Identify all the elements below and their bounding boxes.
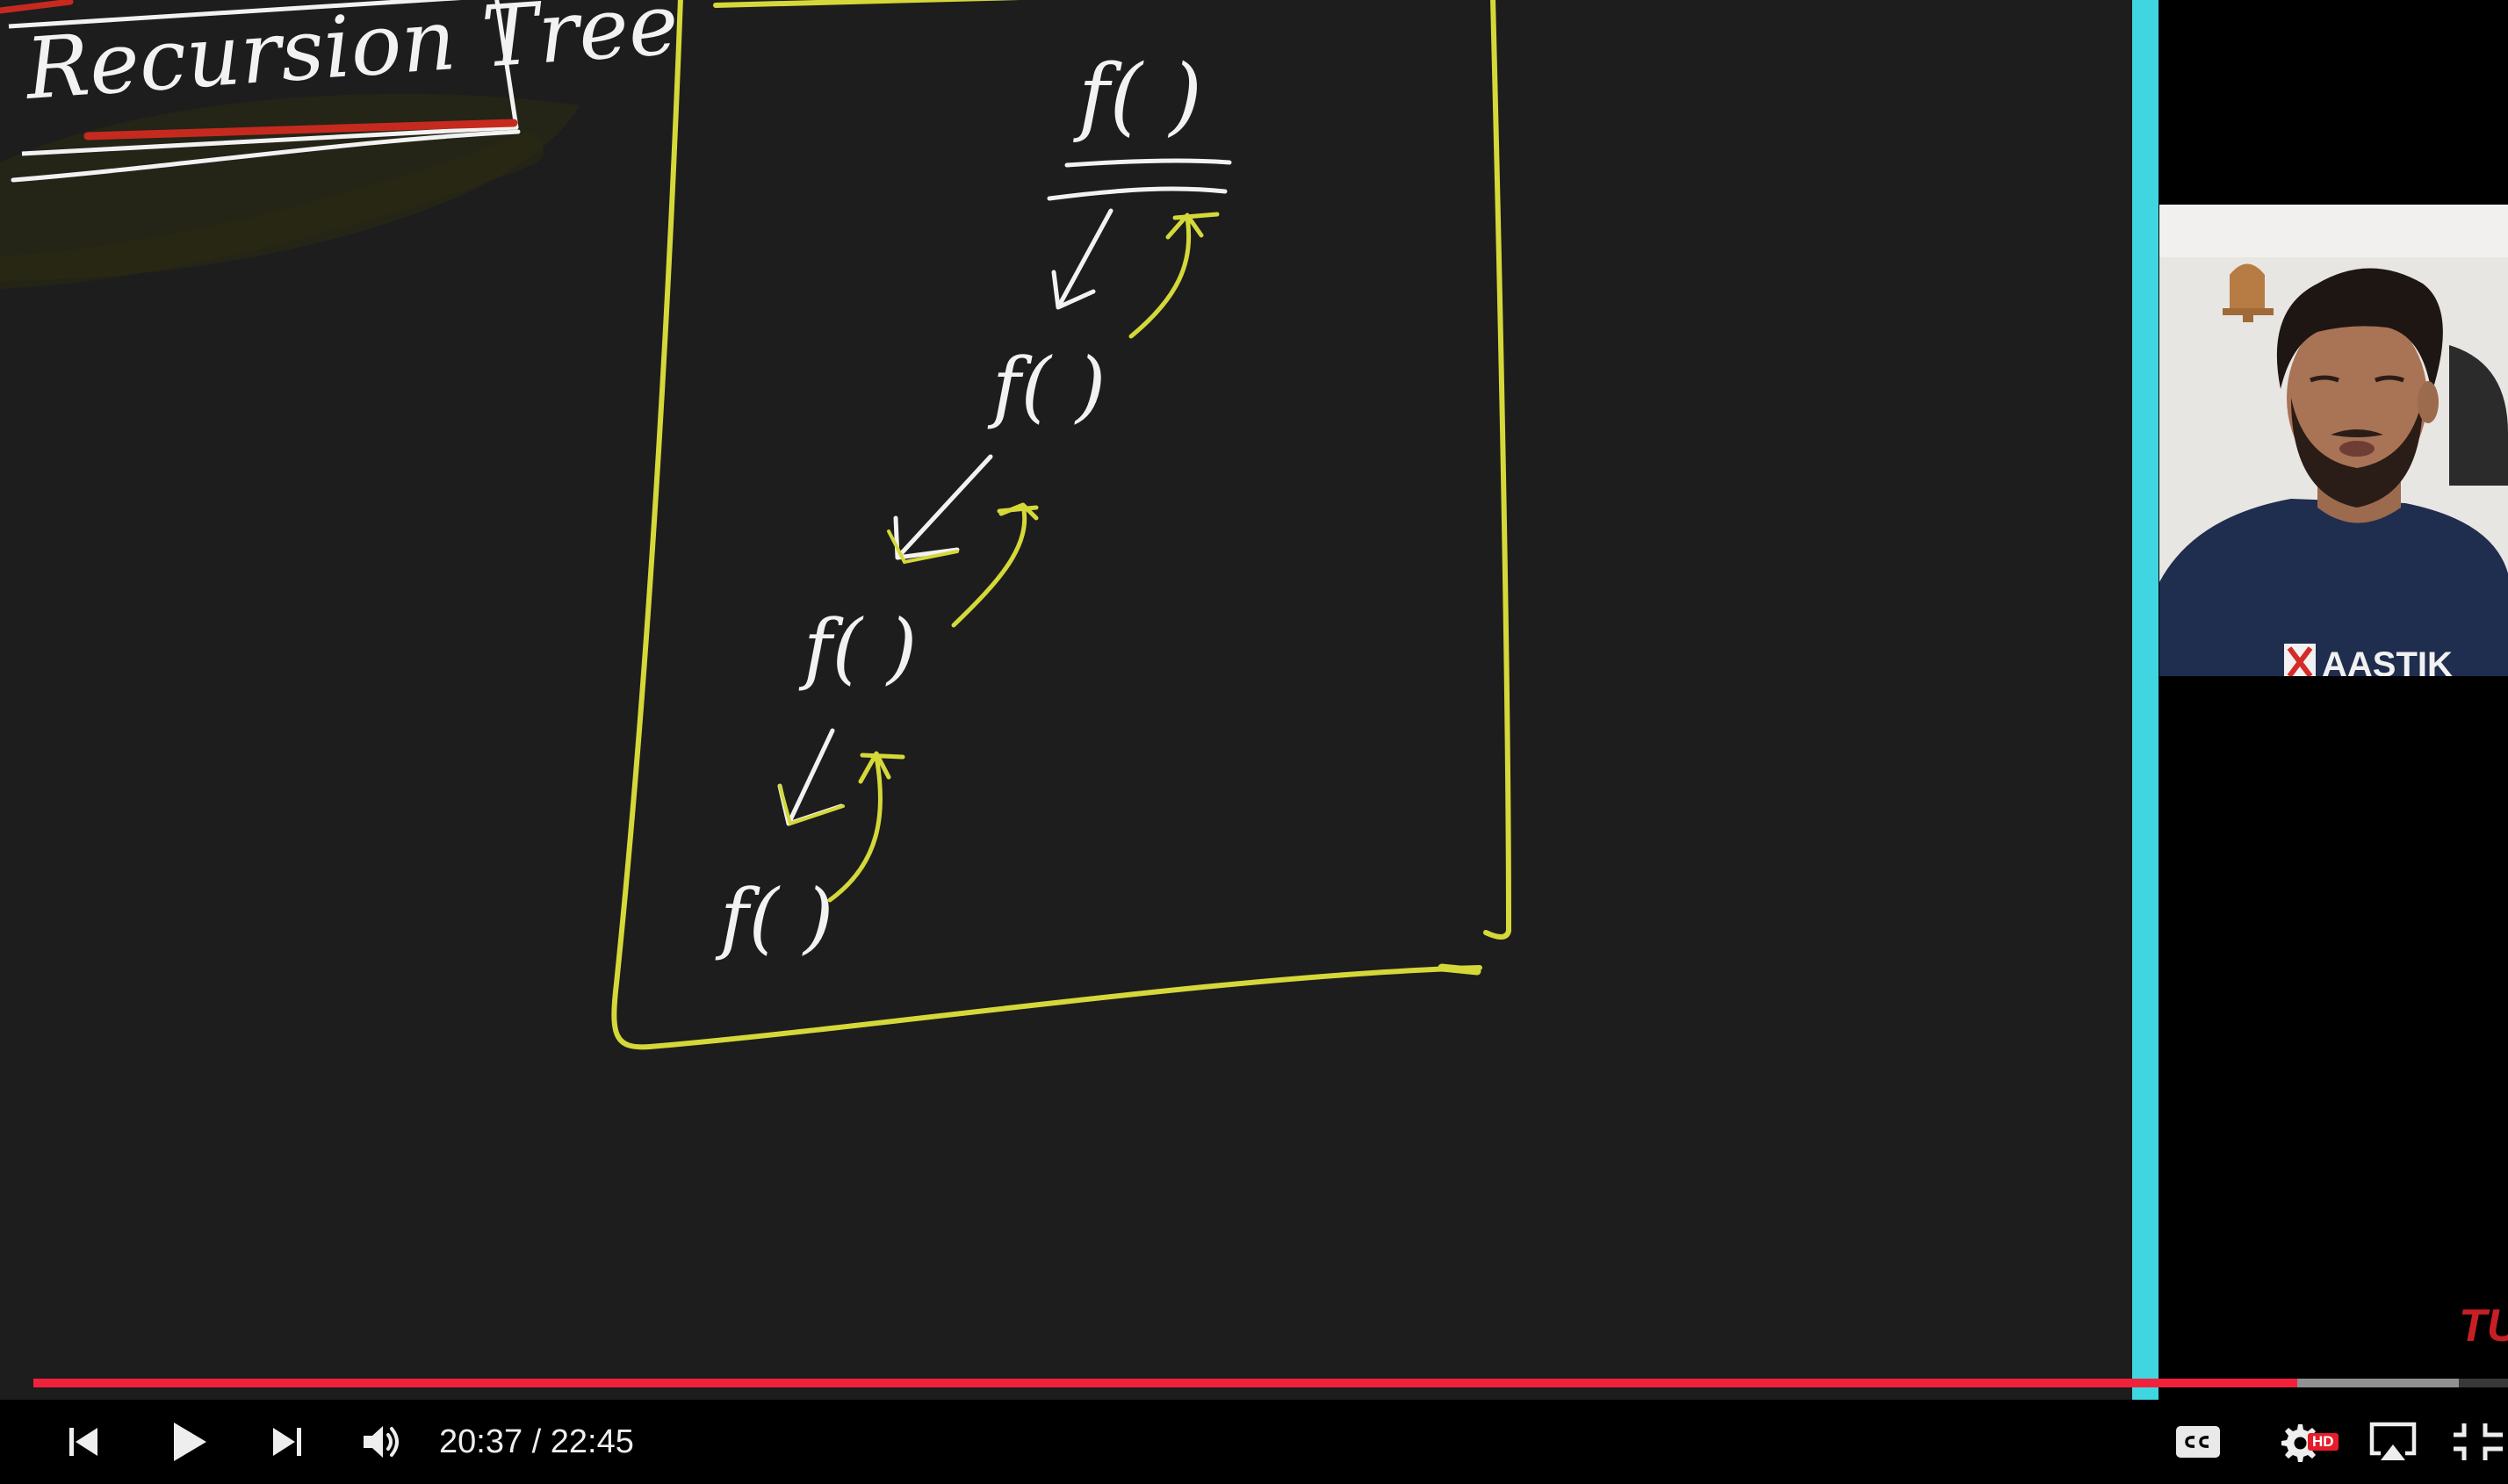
- mute-button[interactable]: [351, 1400, 413, 1484]
- exit-fullscreen-icon: [2454, 1423, 2503, 1460]
- time-display: 20:37 / 22:45: [439, 1400, 634, 1484]
- duration: 22:45: [550, 1423, 634, 1460]
- call-arrow-highlight: [887, 529, 959, 565]
- return-arrow: [827, 751, 891, 903]
- closed-captions-icon: [2176, 1426, 2220, 1458]
- return-arrow: [1128, 213, 1204, 339]
- previous-button[interactable]: [53, 1400, 114, 1484]
- skip-next-icon: [273, 1428, 301, 1456]
- title-box: [8, 0, 519, 156]
- play-button[interactable]: [154, 1400, 224, 1484]
- airplay-icon: [2369, 1422, 2417, 1460]
- whiteboard-drawing: Recursion Tree f( ) f( ): [0, 0, 1512, 1050]
- call-arrow-highlight: [778, 784, 845, 826]
- play-icon: [174, 1423, 206, 1461]
- return-arrow-tick: [1172, 212, 1220, 220]
- current-time: 20:37: [439, 1423, 523, 1460]
- side-divider-bar: [2132, 0, 2158, 1400]
- progress-played: [33, 1379, 2298, 1387]
- title-underline: [11, 129, 521, 183]
- node-underline: [1047, 186, 1228, 201]
- shirt-text: AASTIK: [2322, 645, 2453, 676]
- call-arrow: [1051, 208, 1113, 310]
- exit-fullscreen-button[interactable]: [2450, 1400, 2508, 1484]
- node-label: f( ): [987, 341, 1106, 431]
- captions-button[interactable]: [2167, 1400, 2229, 1484]
- node-label: f( ): [715, 872, 833, 962]
- frame-left-bottom: [611, 0, 1482, 1050]
- return-arrow-tick: [997, 505, 1039, 514]
- frame-top: [713, 0, 1020, 8]
- volume-icon: [364, 1426, 399, 1458]
- video-frame[interactable]: Recursion Tree f( ) f( ): [0, 0, 2508, 1400]
- title-highlight-smudge: [0, 93, 580, 281]
- presenter-image: AASTIK: [2159, 205, 2508, 676]
- node-label: f( ): [798, 602, 917, 693]
- node-underline: [1064, 158, 1232, 168]
- call-arrow: [893, 454, 993, 560]
- blackboard: Recursion Tree f( ) f( ): [0, 0, 2132, 1400]
- progress-bar[interactable]: [33, 1379, 2508, 1387]
- title-smudge-stroke: [0, 133, 544, 289]
- next-button[interactable]: [256, 1400, 318, 1484]
- frame-right: [1483, 0, 1512, 940]
- skip-previous-icon: [69, 1428, 97, 1456]
- settings-button[interactable]: HD: [2266, 1400, 2339, 1484]
- channel-watermark: TU: [2459, 1300, 2508, 1351]
- airplay-button[interactable]: [2358, 1400, 2428, 1484]
- title-red-mark-top: [0, 0, 74, 14]
- webcam-overlay: AASTIK: [2159, 205, 2508, 676]
- player-controls: 20:37 / 22:45 HD: [0, 1400, 2508, 1484]
- time-separator: /: [522, 1423, 551, 1460]
- node-label: f( ): [1073, 47, 1202, 145]
- title-red-mark: [83, 119, 518, 140]
- return-arrow-tick: [860, 753, 905, 760]
- return-arrow: [951, 502, 1039, 628]
- hd-badge: HD: [2308, 1433, 2339, 1451]
- frame-corner-tick: [1438, 963, 1481, 976]
